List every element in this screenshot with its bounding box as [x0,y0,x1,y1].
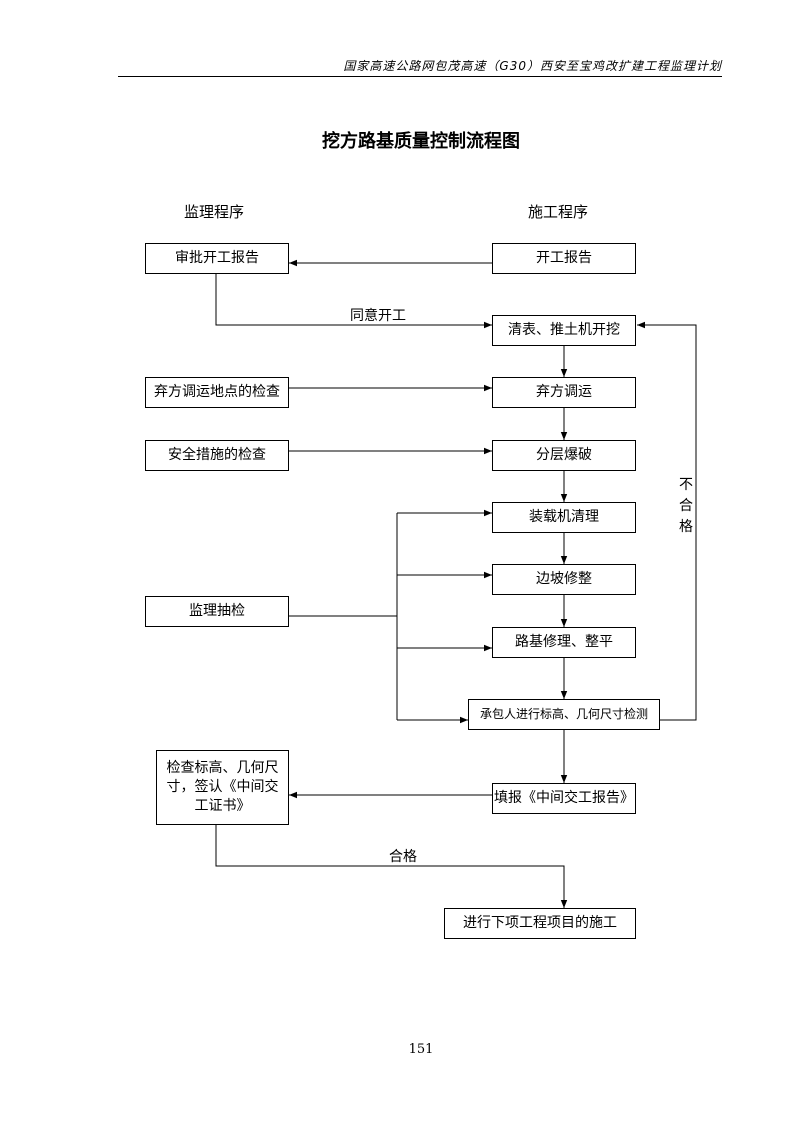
page-number: 151 [408,1042,434,1057]
label-fail-3: 格 [679,519,693,535]
column-head-supervision: 监理程序 [184,203,245,221]
column-head-construction: 施工程序 [528,203,589,221]
box-clear-excavate: 清表、推土机开挖 [492,315,636,346]
label-fail-2: 合 [679,498,693,514]
box-fill-interim-report: 填报《中间交工报告》 [492,783,636,814]
box-safety-check: 安全措施的检查 [145,440,289,471]
box-spoil-site-check: 弃方调运地点的检查 [145,377,289,408]
box-loader-clearing: 装载机清理 [492,502,636,533]
arrow-approve-to-clear [215,273,492,329]
page-title: 挖方路基质量控制流程图 [322,131,520,152]
box-approve-start-report: 审批开工报告 [145,243,289,274]
label-pass: 合格 [389,849,417,865]
box-next-work-item: 进行下项工程项目的施工 [444,908,636,939]
header-rule [118,76,722,77]
arrow-fail-loop [637,321,697,721]
arrow-pass-to-next [215,825,568,908]
running-header: 国家高速公路网包茂高速（G30）西安至宝鸡改扩建工程监理计划 [343,59,722,73]
box-slope-trimming: 边坡修整 [492,564,636,595]
box-subgrade-repair: 路基修理、整平 [492,627,636,658]
label-fail-1: 不 [679,477,693,493]
box-supervision-sampling: 监理抽检 [145,596,289,627]
box-contractor-inspection: 承包人进行标高、几何尺寸检测 [468,699,660,730]
box-start-report: 开工报告 [492,243,636,274]
box-layer-blasting: 分层爆破 [492,440,636,471]
box-check-and-sign: 检查标高、几何尺寸，签认《中间交工证书》 [156,750,289,825]
box-spoil-transport: 弃方调运 [492,377,636,408]
label-agree-start: 同意开工 [350,308,406,324]
